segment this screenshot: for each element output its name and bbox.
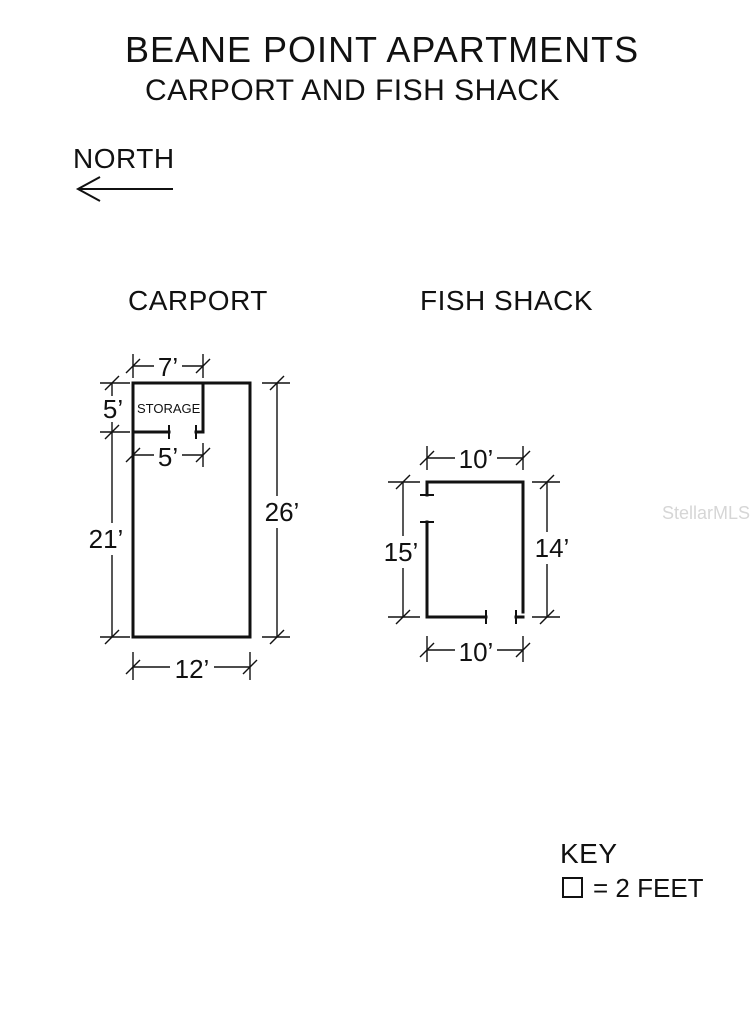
dim-shack-right-label: 14’ [535, 533, 570, 563]
fish-shack-label: FISH SHACK [420, 285, 593, 316]
dim-storage-depth-label: 5’ [103, 394, 123, 424]
fish-shack-outline [420, 480, 525, 624]
watermark: StellarMLS [662, 503, 750, 523]
dim-shack-left [380, 474, 424, 625]
storage-label: STORAGE [137, 401, 201, 416]
dim-shack-right [530, 474, 574, 625]
square-icon [562, 877, 583, 898]
carport-outline [131, 381, 252, 639]
dim-carport-width [125, 652, 258, 682]
key-scale-text: = 2 FEET [593, 873, 704, 903]
page-subtitle: CARPORT AND FISH SHACK [145, 74, 560, 107]
carport-label: CARPORT [128, 285, 268, 316]
dim-carport-width-label: 12’ [175, 654, 210, 684]
north-label: NORTH [73, 143, 175, 174]
arrow-left-icon [75, 176, 173, 202]
dim-storage-depth [98, 375, 130, 440]
dim-storage-width [125, 352, 211, 378]
dim-storage-door-offset-label: 5’ [158, 442, 178, 472]
page-title: BEANE POINT APARTMENTS [125, 29, 639, 70]
dim-shack-top [419, 444, 531, 472]
dim-lower-length-label: 21’ [89, 524, 124, 554]
dim-shack-top-label: 10’ [459, 444, 494, 474]
dim-lower-length [84, 432, 130, 645]
dim-shack-bottom-label: 10’ [459, 637, 494, 667]
storage-room [131, 381, 205, 439]
dim-shack-bottom [419, 636, 531, 665]
dim-storage-door-offset [125, 442, 211, 468]
dim-storage-width-label: 7’ [158, 352, 178, 382]
dim-shack-left-label: 15’ [384, 537, 419, 567]
dim-total-length [260, 375, 304, 645]
dim-total-length-label: 26’ [265, 497, 300, 527]
key-label: KEY [560, 838, 618, 869]
